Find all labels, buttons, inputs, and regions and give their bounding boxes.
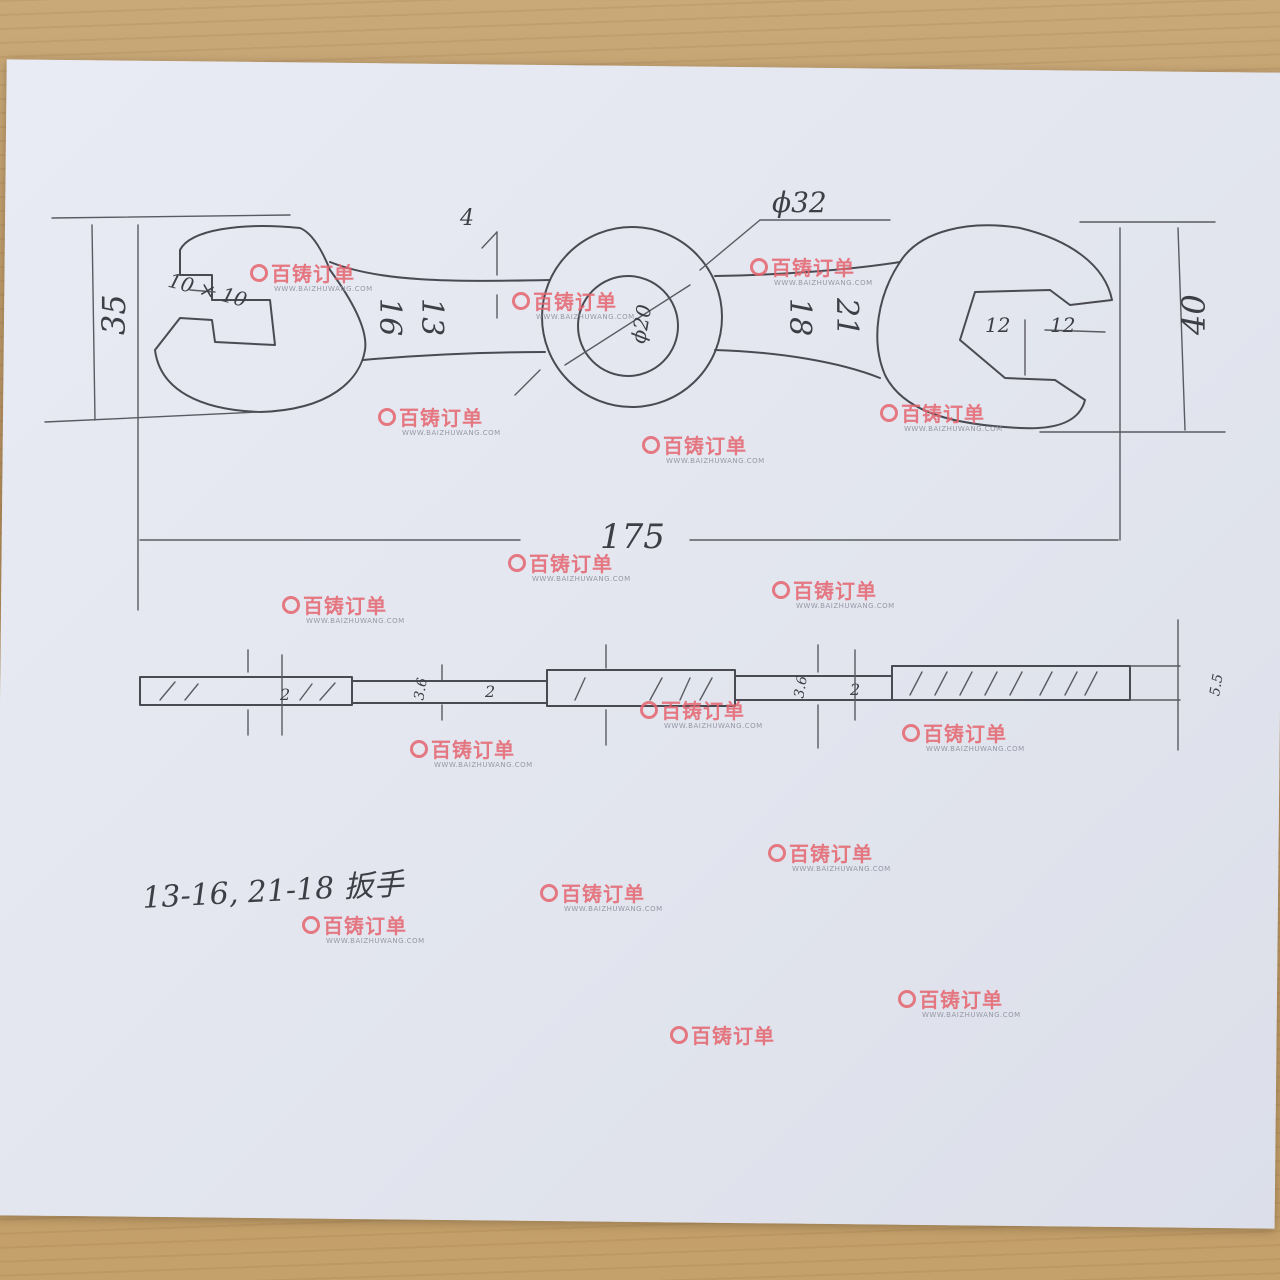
- right-size-21: 21: [829, 297, 864, 336]
- wrench-side-view: [139, 619, 1181, 751]
- dim-40: 40: [1175, 294, 1213, 336]
- dim-175: 175: [600, 517, 665, 557]
- side-dim-6: 5.5: [1207, 673, 1227, 698]
- side-dim-5: 2: [849, 680, 860, 699]
- right-size-18: 18: [782, 298, 817, 336]
- dimension-lines: [44, 214, 1226, 611]
- right-jaw-dim-a: 12: [985, 313, 1010, 337]
- wrench-top-view: [154, 219, 1113, 430]
- right-jaw-dim-b: 12: [1050, 313, 1075, 337]
- left-size-16: 16: [372, 298, 407, 336]
- left-size-13: 13: [414, 298, 449, 336]
- side-dim-2: 3.6: [411, 677, 431, 702]
- dim-hub-inner: ϕ20: [626, 302, 656, 345]
- side-dim-1: 2: [279, 685, 290, 704]
- dim-hub-outer: ϕ32: [772, 186, 827, 219]
- dim-35: 35: [95, 294, 133, 335]
- side-dim-3: 2: [484, 682, 495, 701]
- dim-neck-4: 4: [459, 206, 474, 231]
- side-dim-4: 3.6: [791, 675, 811, 700]
